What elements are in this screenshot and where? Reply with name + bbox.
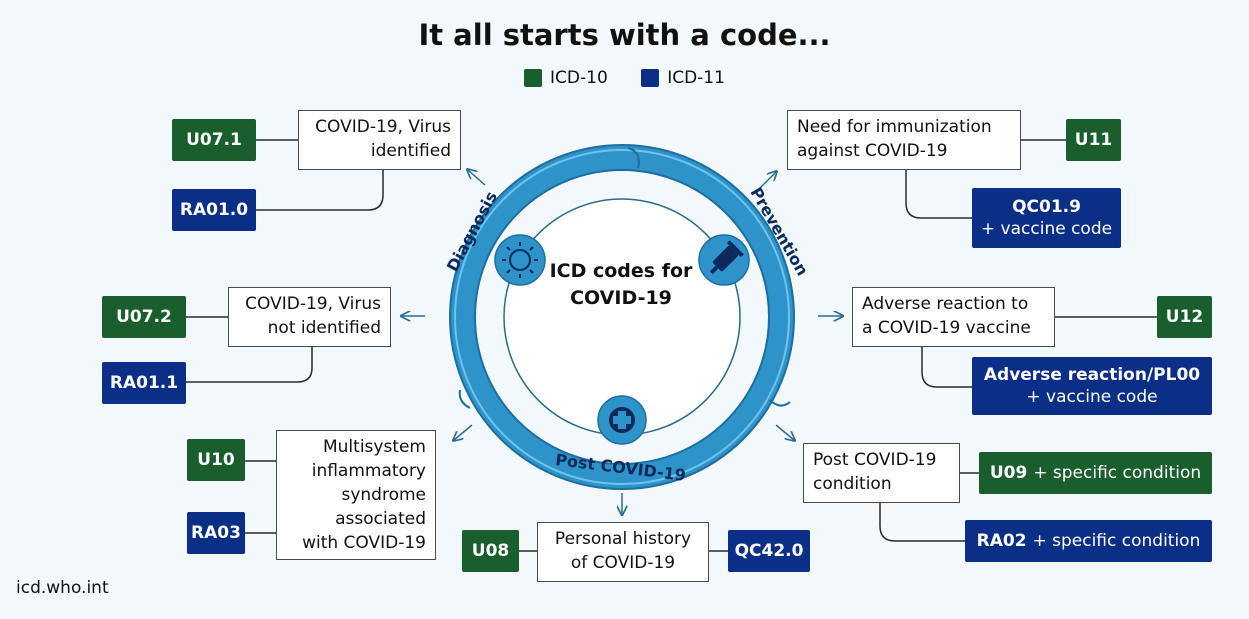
node-virus-not-identified: COVID-19, Virus not identified [228, 287, 391, 347]
node-text: Need for immunization [797, 117, 992, 137]
icd10-code-u12: U12 [1157, 296, 1212, 338]
node-text: Adverse reaction to [862, 294, 1029, 314]
legend-label: ICD-10 [550, 68, 608, 88]
legend-item-icd10: ICD-10 [524, 68, 608, 88]
icd10-code-u07-1: U07.1 [172, 119, 256, 161]
center-line-2: COVID-19 [570, 287, 672, 309]
icd11-code-pl00: Adverse reaction/PL00 + vaccine code [972, 357, 1212, 415]
node-text: condition [813, 474, 892, 494]
node-text: against COVID-19 [797, 141, 948, 161]
node-text: Post COVID-19 [813, 450, 937, 470]
icd10-code-u07-2: U07.2 [102, 296, 186, 338]
node-text: Personal history [554, 529, 692, 549]
node-text: COVID-19, Virus [245, 294, 381, 314]
page-title: It all starts with a code... [418, 18, 831, 52]
medical-cross-icon [597, 395, 647, 445]
code-sub-text: + specific condition [1032, 531, 1201, 551]
node-post-covid-condition: Post COVID-19 condition [803, 443, 960, 503]
icd10-code-u08: U08 [462, 530, 519, 572]
icd10-code-u11: U11 [1066, 119, 1121, 161]
code-text: Adverse reaction/PL00 [983, 365, 1201, 385]
syringe-icon [698, 234, 750, 286]
node-text: a COVID-19 vaccine [862, 318, 1031, 338]
node-text: identified [370, 141, 451, 161]
node-adverse-reaction: Adverse reaction to a COVID-19 vaccine [852, 287, 1055, 347]
node-multisystem-inflammatory: Multisystem inflammatory syndrome associ… [276, 430, 436, 560]
node-text: syndrome [341, 485, 426, 505]
icd11-code-ra01-1: RA01.1 [102, 362, 186, 404]
legend-swatch-blue [641, 69, 660, 87]
legend-label: ICD-11 [667, 68, 725, 88]
code-text: RA02 [976, 531, 1027, 551]
node-text: Multisystem [322, 437, 426, 457]
icd11-code-ra03: RA03 [187, 512, 245, 554]
legend-item-icd11: ICD-11 [641, 68, 725, 88]
legend-swatch-green [524, 69, 543, 87]
node-text: associated [335, 509, 426, 529]
node-personal-history: Personal history of COVID-19 [537, 522, 709, 582]
center-line-1: ICD codes for [549, 260, 693, 282]
node-text: inflammatory [311, 461, 426, 481]
icd11-code-ra02: RA02 + specific condition [965, 520, 1212, 562]
code-text: QC01.9 [1012, 197, 1081, 217]
icd11-code-qc01-9: QC01.9 + vaccine code [972, 188, 1121, 248]
icd11-code-ra01-0: RA01.0 [172, 189, 256, 231]
node-text: COVID-19, Virus [315, 117, 451, 137]
code-sub-text: + vaccine code [1026, 387, 1158, 407]
icd10-code-u09: U09 + specific condition [979, 452, 1212, 494]
node-text: not identified [267, 318, 381, 338]
node-virus-identified: COVID-19, Virus identified [298, 110, 461, 170]
footer-source: icd.who.int [16, 578, 109, 598]
center-label: ICD codes for COVID-19 [506, 258, 736, 312]
code-sub-text: + vaccine code [980, 219, 1113, 239]
node-text: with COVID-19 [302, 533, 426, 553]
icd10-code-u10: U10 [187, 439, 245, 481]
code-text: U09 [989, 463, 1028, 483]
icd11-code-qc42-0: QC42.0 [728, 530, 810, 572]
node-text: of COVID-19 [570, 553, 676, 573]
legend: ICD-10 ICD-11 [0, 68, 1249, 92]
node-immunization: Need for immunization against COVID-19 [787, 110, 1021, 170]
code-sub-text: + specific condition [1033, 463, 1202, 483]
virus-icon [494, 234, 546, 286]
